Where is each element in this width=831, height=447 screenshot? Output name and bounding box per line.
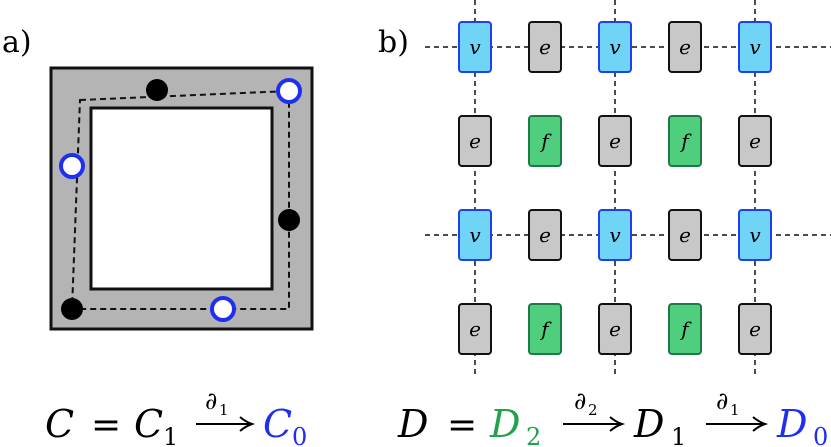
edge-box [668,209,702,261]
edge-box [668,21,702,73]
vertex-ring-top-right [276,78,302,104]
edge-box [528,21,562,73]
edge-label: e [469,317,481,341]
edge-cell: e [668,209,702,261]
eq-b-op1-sub: 1 [730,401,740,419]
vertex-label: v [749,35,761,59]
edge-box [458,115,492,167]
edge-label: e [609,317,621,341]
edge-dot-top [146,79,168,101]
eq-b-d2-sub: 2 [526,423,541,447]
eq-a-c0-sub: 0 [292,423,307,447]
vertex-cell: v [598,21,632,73]
edge-label: e [749,317,761,341]
edge-box [598,115,632,167]
vertex-label: v [609,35,621,59]
face-cell: f [668,115,702,167]
equation-b: D = D 2 ∂ 2 D 1 ∂ 1 D 0 [397,387,828,447]
edge-cell: e [668,21,702,73]
eq-a-op-sub: 1 [219,401,229,419]
vertex-cell: v [738,21,772,73]
vertex-label: v [749,223,761,247]
edge-cell: e [598,303,632,355]
vertex-box [458,209,492,261]
eq-b-arrow2-head [609,416,626,432]
edge-cell: e [458,115,492,167]
vertex-ring-bottom [210,296,236,322]
face-box [668,303,702,355]
edge-box [458,303,492,355]
eq-a-lhs: C [45,402,74,446]
eq-b-d0-sub: 0 [813,423,828,447]
vertex-box [738,21,772,73]
edge-label: e [679,35,691,59]
vertex-box [458,21,492,73]
dashed-cycle [70,89,290,310]
eq-b-lhs: D [397,402,428,446]
vertex-label: v [469,35,481,59]
face-box [528,303,562,355]
edge-cell: e [738,303,772,355]
eq-b-d2: D [489,402,520,446]
face-box [528,115,562,167]
eq-b-d1: D [633,402,664,446]
eq-a-c1-sub: 1 [163,423,178,447]
edge-box [738,115,772,167]
vertex-box [598,21,632,73]
vertex-cell: v [738,209,772,261]
edge-box [598,303,632,355]
edge-label: e [749,129,761,153]
edge-cell: e [598,115,632,167]
edge-dot-bottom-left [61,298,83,320]
edge-cell: e [458,303,492,355]
lattice-cells: v e v e v e f e f e v e v e v e f e f e [458,21,772,355]
eq-b-op1: ∂ [716,387,728,415]
edge-label: e [679,223,691,247]
edge-cell: e [738,115,772,167]
vertex-label: v [469,223,481,247]
face-cell: f [668,303,702,355]
eq-b-arrow1-head [752,416,769,432]
vertex-box [598,209,632,261]
panel-a-label: a) [2,25,32,60]
edge-box [738,303,772,355]
annulus-diagram [49,66,314,331]
eq-b-op2-sub: 2 [588,401,598,419]
eq-b-d0: D [776,402,807,446]
eq-a-c0: C [263,402,292,446]
equation-a: C = C 1 ∂ 1 C 0 [45,387,307,447]
edge-cell: e [528,209,562,261]
face-cell: f [528,303,562,355]
edge-box [528,209,562,261]
vertex-cell: v [458,21,492,73]
vertex-ring-left [59,153,85,179]
panel-b-label: b) [378,25,409,60]
vertex-cell: v [598,209,632,261]
inner-hole [89,106,274,291]
edge-label: e [469,129,481,153]
eq-a-op: ∂ [205,387,217,415]
edge-label: e [539,35,551,59]
vertex-box [738,209,772,261]
eq-b-equals: = [447,405,477,446]
eq-a-c1: C [134,402,163,446]
eq-b-d1-sub: 1 [671,423,686,447]
eq-b-op2: ∂ [574,387,586,415]
edge-label: e [609,129,621,153]
eq-a-equals: = [91,405,121,446]
edge-cell: e [528,21,562,73]
eq-a-arrow-head [239,416,256,432]
vertex-label: v [609,223,621,247]
face-cell: f [528,115,562,167]
edge-label: e [539,223,551,247]
edge-dot-right [278,209,300,231]
face-box [668,115,702,167]
vertex-cell: v [458,209,492,261]
